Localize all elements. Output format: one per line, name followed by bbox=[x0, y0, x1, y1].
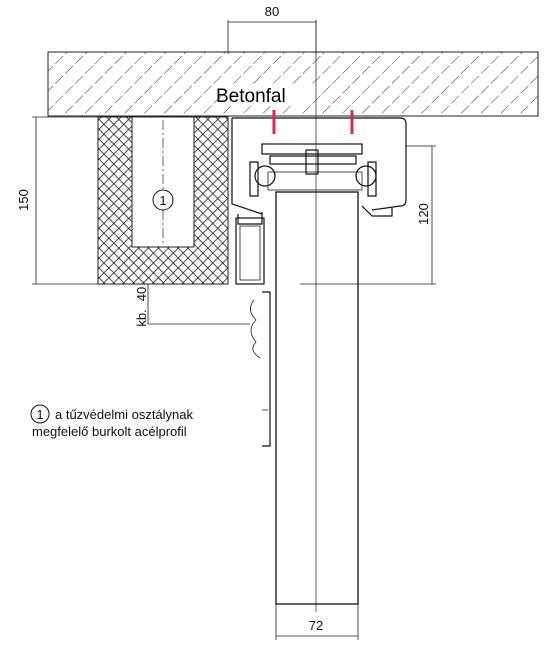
wall-label: Betonfal bbox=[216, 86, 286, 107]
dimension-right-label: 120 bbox=[416, 203, 431, 225]
dimension-gap-label: 40 bbox=[134, 287, 149, 301]
rail-assembly bbox=[231, 117, 407, 285]
dimension-bottom: 72 bbox=[275, 604, 359, 640]
concrete-wall bbox=[47, 51, 539, 117]
legend-line-2: megfelelő burkolt acélprofil bbox=[32, 424, 187, 439]
legend-marker-number: 1 bbox=[36, 407, 43, 422]
dimension-right: 120 bbox=[300, 145, 436, 285]
anchor-bolts bbox=[272, 110, 354, 134]
legend: 1 a tűzvédelmi osztálynak megfelelő burk… bbox=[30, 404, 194, 439]
legend-line-1: a tűzvédelmi osztálynak bbox=[55, 407, 194, 422]
profile-marker-number: 1 bbox=[159, 193, 166, 208]
dimension-top-label: 80 bbox=[265, 4, 279, 19]
door-leaf bbox=[275, 20, 359, 612]
dimension-gap-prefix: kb. bbox=[134, 309, 149, 326]
dimension-left: 150 bbox=[16, 116, 98, 285]
dimension-left-label: 150 bbox=[16, 189, 31, 211]
profile-marker: 1 bbox=[152, 189, 174, 211]
dimension-gap: 40 kb. bbox=[134, 284, 250, 327]
side-guide bbox=[250, 291, 271, 447]
dimension-bottom-label: 72 bbox=[309, 618, 323, 633]
dimension-top: 80 bbox=[227, 4, 317, 54]
